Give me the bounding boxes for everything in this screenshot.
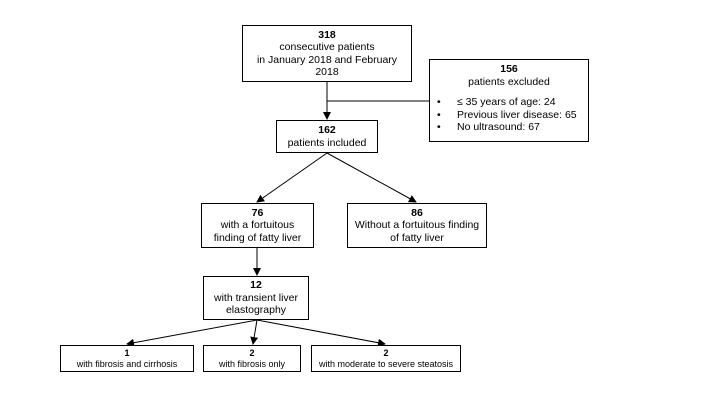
arrow-included-to-no-fatty [326,152,417,203]
no-fatty-line-2: of fatty liver [390,231,444,244]
fib-cirr-label: with fibrosis and cirrhosis [76,358,178,369]
fatty-count: 76 [251,206,264,219]
exclusion-reason-liver-disease: Previous liver disease: 65 [437,109,585,122]
fibrosis-cirrhosis-box: 1 with fibrosis and cirrhosis [60,345,194,372]
steatosis-label: with moderate to severe steatosis [318,358,454,369]
fib-cirr-count: 1 [124,347,130,358]
included-label: patients included [287,136,367,149]
excluded-patients-box: 156 patients excluded ≤ 35 years of age:… [429,59,589,142]
total-line-1: consecutive patients [279,41,375,53]
elasto-line-1: with transient liver [213,291,299,304]
no-fatty-line-1: Without a fortuitous finding [354,219,480,232]
fatty-line-1: with a fortuitous [220,219,295,232]
steatosis-count: 2 [383,347,389,358]
fatty-line-2: finding of fatty liver [213,231,302,244]
fib-only-count: 2 [249,347,255,358]
fib-only-label: with fibrosis only [218,358,286,369]
exclusion-reason-no-ultrasound: No ultrasound: 67 [437,121,585,134]
fibrosis-only-box: 2 with fibrosis only [203,345,301,372]
excluded-label: patients excluded [468,75,550,88]
elastography-box: 12 with transient liver elastography [203,276,309,320]
no-fatty-liver-box: 86 Without a fortuitous finding of fatty… [347,203,487,248]
excluded-count: 156 [500,63,518,75]
fatty-liver-box: 76 with a fortuitous finding of fatty li… [201,203,314,248]
total-line-2: in January 2018 and February [256,53,398,66]
total-count: 318 [318,28,336,41]
included-count: 162 [318,124,336,136]
exclusion-reason-age: ≤ 35 years of age: 24 [437,96,585,109]
total-patients-box: 318 consecutive patients in January 2018… [242,25,412,82]
arrow-elasto-to-steatosis [256,319,386,347]
elasto-line-2: elastography [225,304,287,317]
arrow-included-to-fatty [256,152,328,203]
steatosis-box: 2 with moderate to severe steatosis [311,345,461,372]
arrow-elasto-to-fib-only [250,319,259,345]
no-fatty-count: 86 [411,206,423,219]
total-line-3: 2018 [315,66,339,78]
elasto-count: 12 [250,279,262,292]
arrow-elasto-to-fib-cirr [126,319,258,347]
included-patients-box: 162 patients included [276,120,378,153]
exclusion-reasons-list: ≤ 35 years of age: 24 Previous liver dis… [433,96,585,134]
